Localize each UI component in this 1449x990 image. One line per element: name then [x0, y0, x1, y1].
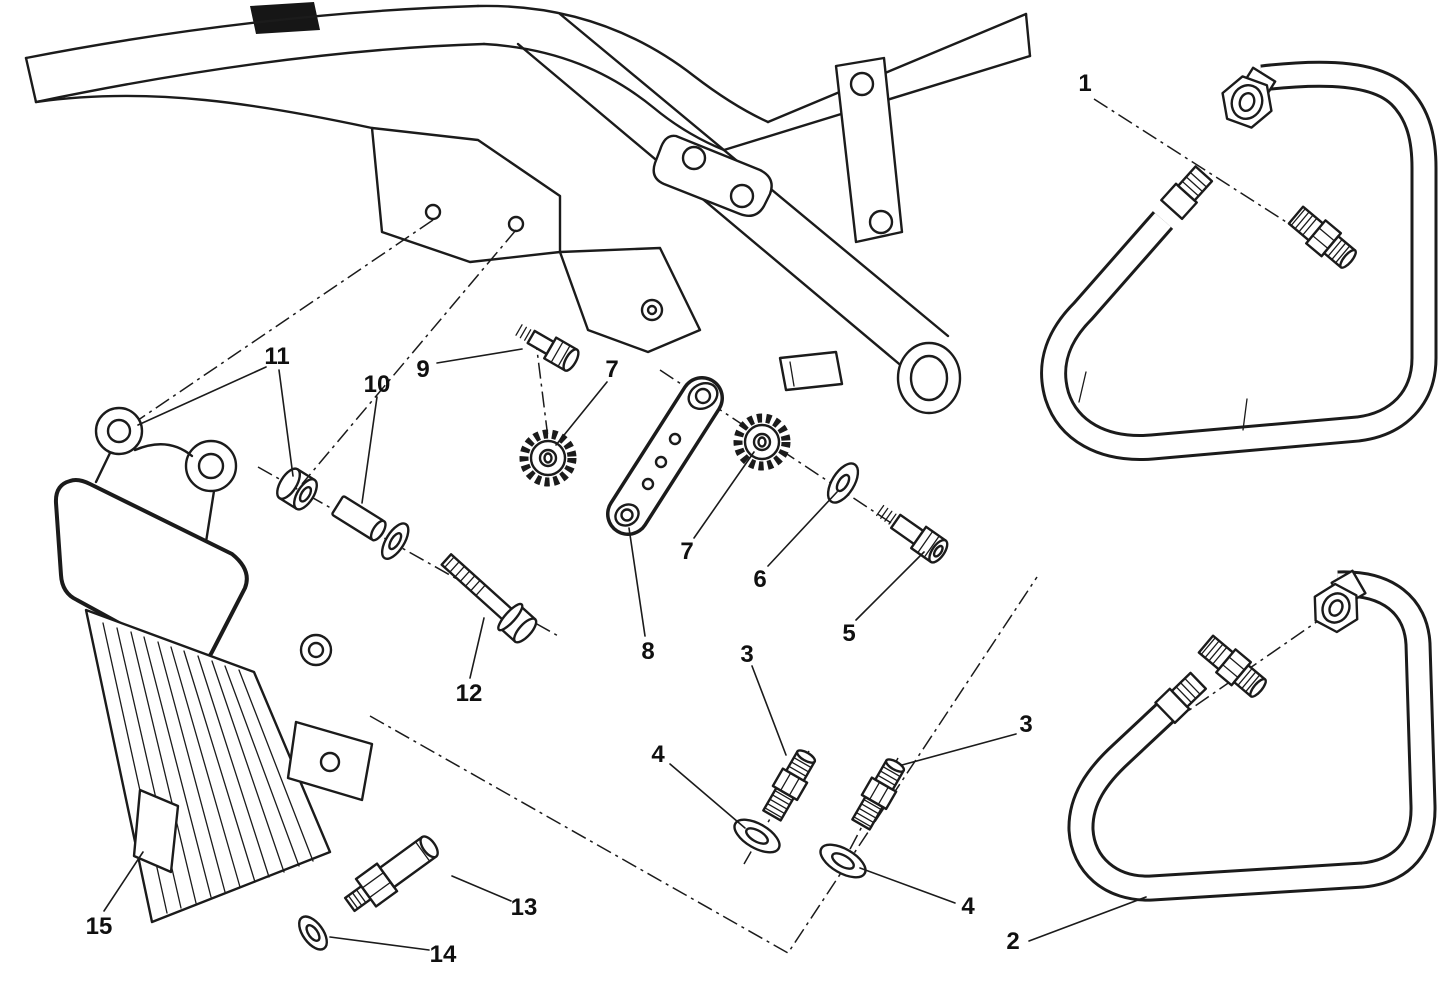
part-13-sensor: [343, 835, 439, 913]
part-3-union-b: [851, 758, 906, 831]
frame-crossmember-end: [250, 2, 320, 34]
callout-labels: 1 2 3 3 4 4 5 6 7 7 8 9 10 11 12 13 14 1…: [86, 70, 1092, 968]
hose-1-nut: [1221, 75, 1273, 129]
part-10-spacer: [331, 495, 410, 560]
oil-cooler-radiator: [53, 406, 374, 924]
callout-8: 8: [641, 638, 654, 665]
callout-1: 1: [1078, 70, 1091, 97]
callout-7b: 7: [680, 538, 693, 565]
callout-5: 5: [842, 620, 855, 647]
cooler-fins: [102, 622, 314, 914]
callout-3a: 3: [740, 641, 753, 668]
part-8-lever-arm: [606, 376, 724, 536]
callout-6: 6: [753, 566, 766, 593]
frame-lower-tab: [778, 350, 844, 392]
callout-2: 2: [1006, 928, 1019, 955]
part-11-rubber-mount: [276, 467, 318, 511]
part-14-washer: [298, 915, 328, 951]
callout-9: 9: [416, 356, 429, 383]
hose-2-union-fitting: [1197, 634, 1267, 698]
hose-1-end-fitting: [1160, 165, 1214, 221]
callout-leader-lines: [103, 348, 1147, 951]
callout-4a: 4: [651, 741, 665, 768]
oil-hose-lower: [1067, 569, 1437, 902]
callout-4b: 4: [961, 893, 975, 920]
part-7-gear-a: [519, 429, 577, 487]
hose-2-nut: [1313, 582, 1359, 634]
callout-10: 10: [364, 371, 391, 398]
part-12-bolt: [440, 553, 538, 644]
oil-hose-upper: [1040, 60, 1438, 461]
callout-14: 14: [430, 941, 457, 968]
hose-2-end-fitting: [1154, 671, 1208, 725]
center-bracket: [558, 246, 702, 354]
motorcycle-frame-outline: [24, 2, 1032, 415]
callout-15: 15: [86, 913, 113, 940]
part-4-washer-a: [733, 818, 781, 854]
part-3-union-a: [762, 749, 817, 822]
cooler-side-tab-part15: [132, 788, 180, 874]
callout-13: 13: [511, 894, 538, 921]
part-9-screw: [515, 324, 580, 372]
callout-11: 11: [264, 343, 289, 370]
callout-7a: 7: [605, 356, 618, 383]
frame-tab-plate: [652, 134, 773, 217]
part-7-gear-b: [733, 413, 791, 471]
part-5-bolt: [876, 504, 949, 564]
part-4-washer-b: [819, 843, 867, 879]
callout-3b: 3: [1019, 711, 1032, 738]
frame-hanger-plate: [834, 56, 904, 244]
callout-12: 12: [456, 680, 483, 707]
hose-1-union-fitting: [1287, 205, 1357, 269]
